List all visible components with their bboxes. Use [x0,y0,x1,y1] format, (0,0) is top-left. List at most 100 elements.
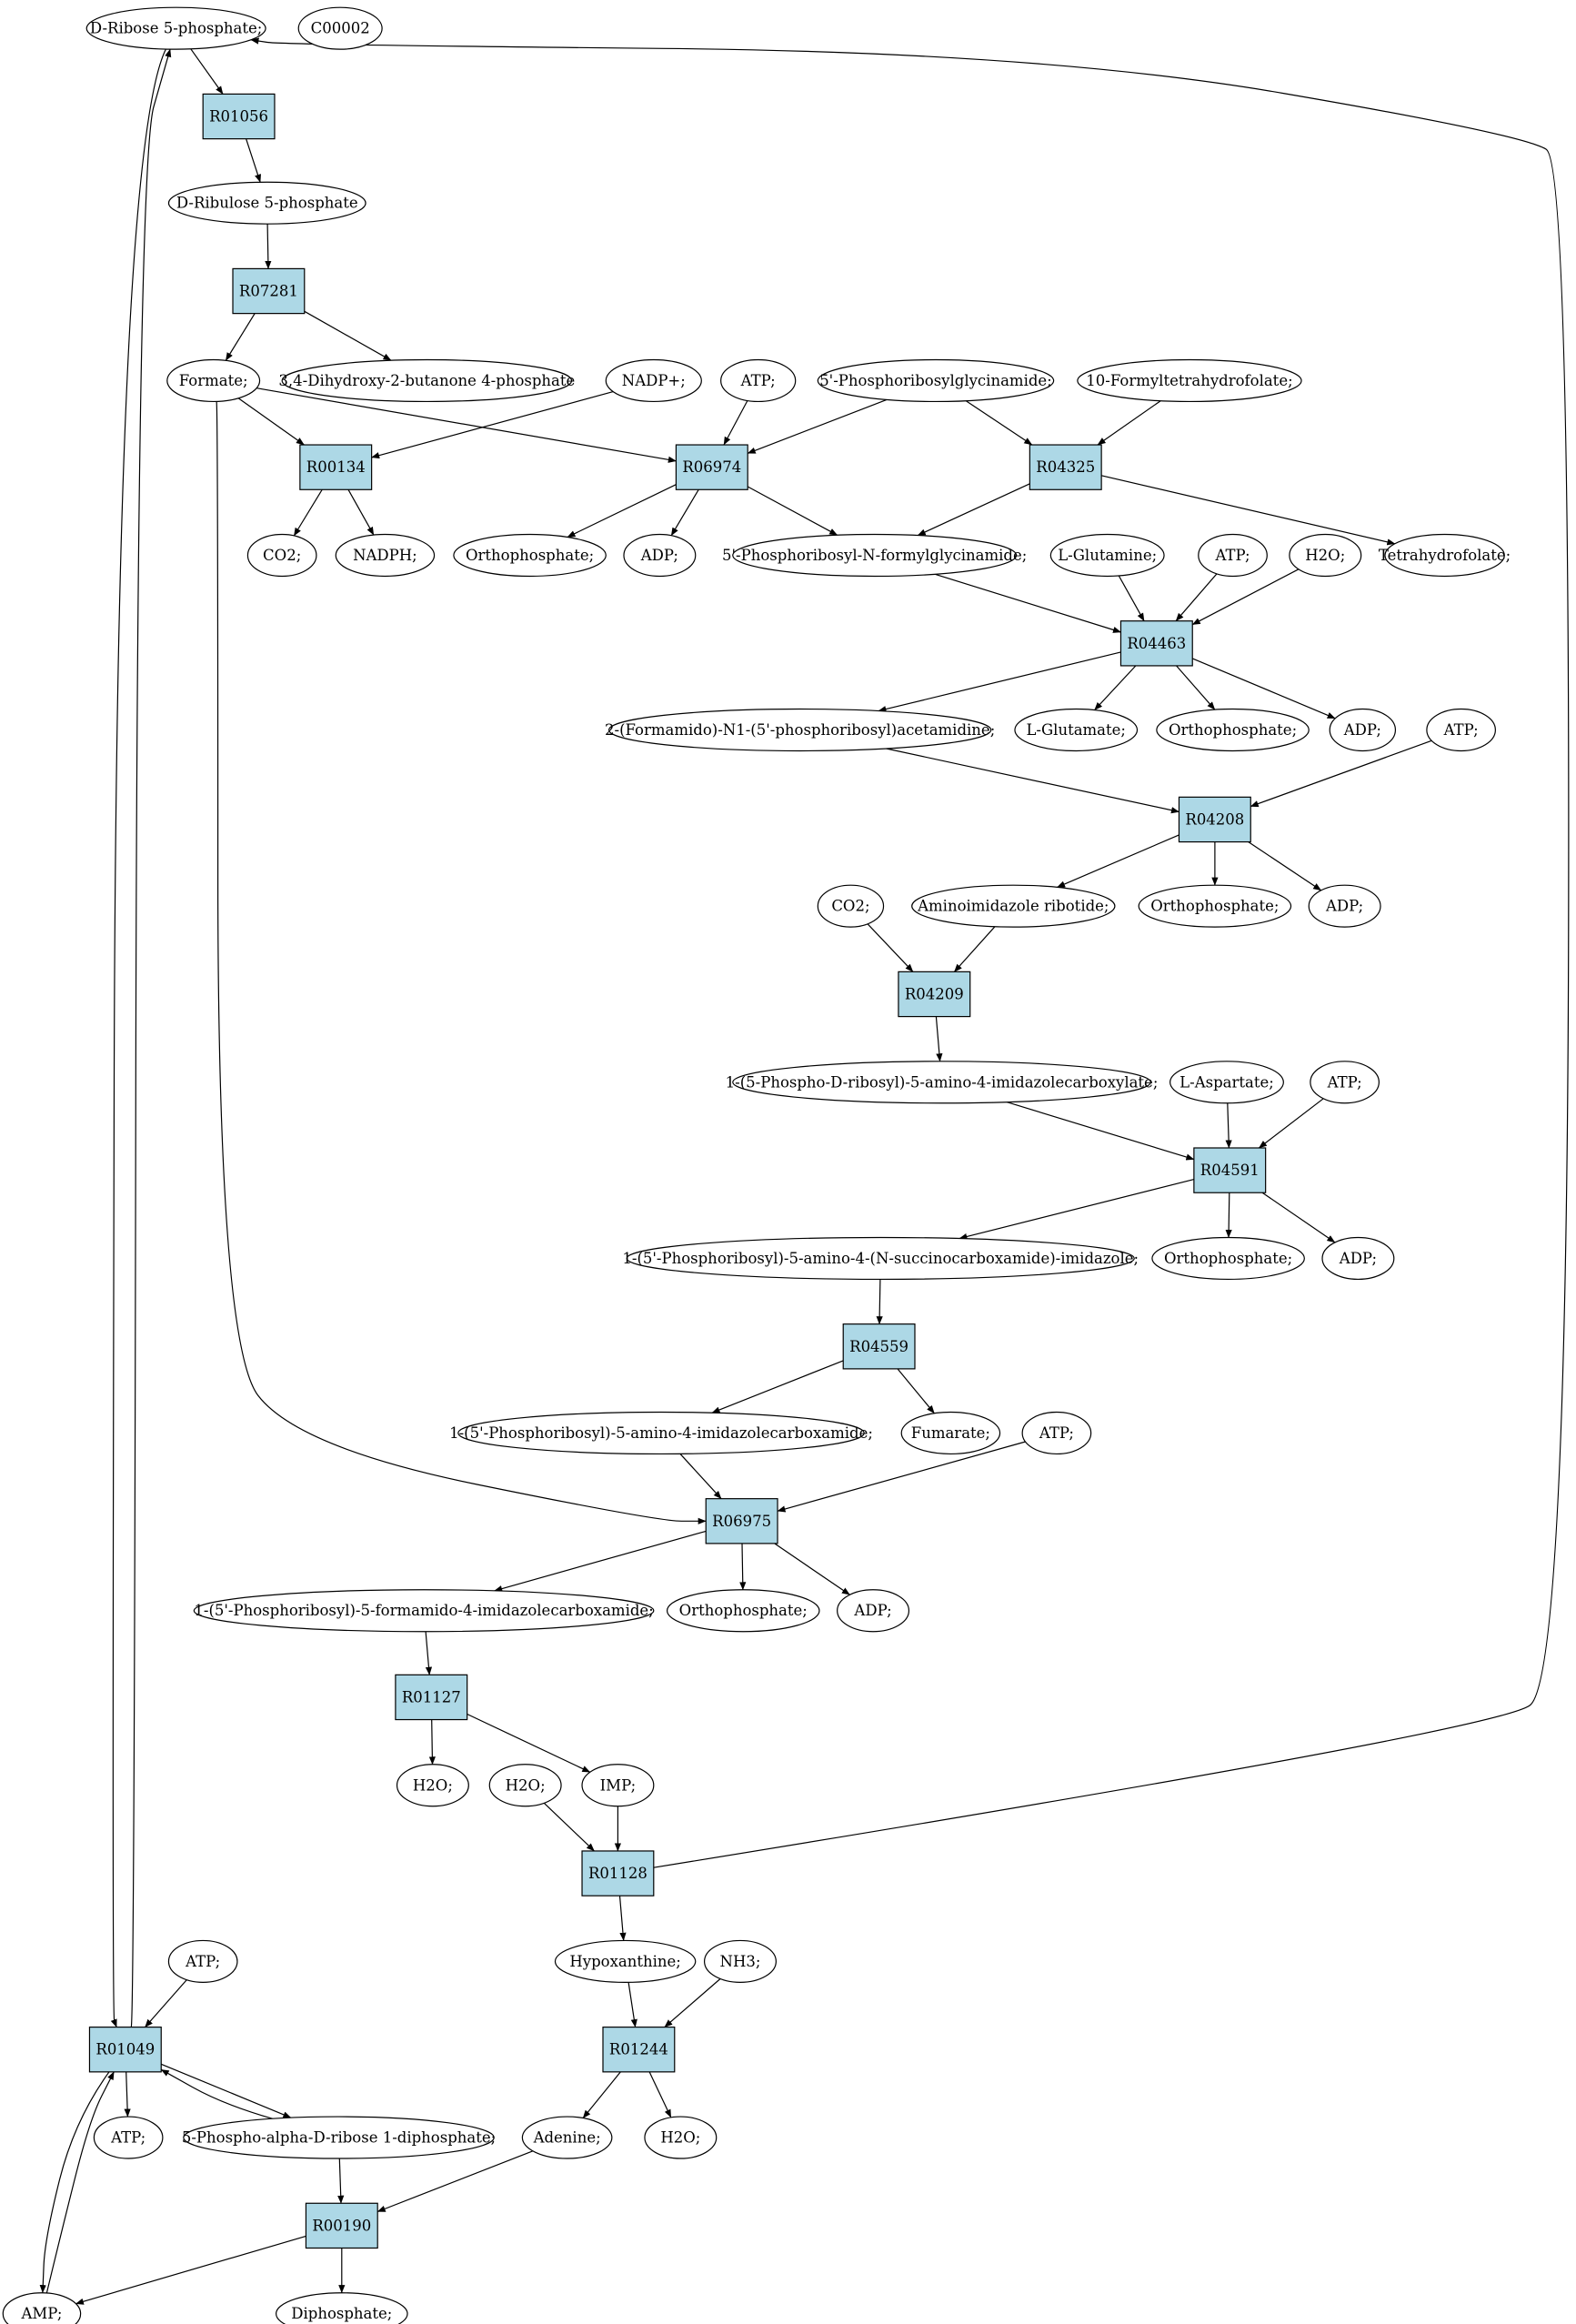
compound-node-c-atp2[interactable]: ATP; [1198,533,1268,578]
compound-node-c-fthf[interactable]: 10-Formyltetrahydrofolate; [1077,358,1302,403]
edge-r04591-to-c-adp4 [1261,1192,1336,1243]
compound-node-c-glu[interactable]: L-Glutamate; [1014,708,1139,752]
reaction-node-r01128[interactable]: R01128 [581,1850,655,1896]
compound-node-c-h2o1[interactable]: H2O; [1289,533,1362,578]
edge-r04463-to-c-adp2 [1191,658,1336,719]
reaction-node-r04463[interactable]: R04463 [1119,620,1193,667]
node-label: NH3; [720,1953,761,1970]
edge-c-saicar-to-r04559 [876,1279,883,1325]
compound-node-c-dhbp[interactable]: 3,4-Dihydroxy-2-butanone 4-phosphate [278,358,575,403]
node-label: CO2; [263,547,301,564]
reaction-node-r01056[interactable]: R01056 [202,93,276,140]
compound-node-c-h2o2[interactable]: H2O; [396,1764,469,1807]
compound-ellipse [193,1589,655,1633]
edge-c-fgar-to-r04463 [935,573,1121,633]
compound-node-c-pi3[interactable]: Orthophosphate; [1138,884,1292,928]
compound-ellipse [1169,1061,1284,1104]
compound-node-c-fgam[interactable]: 2-(Formamido)-N1-(5'-phosphoribosyl)acet… [605,708,995,752]
reaction-node-r04591[interactable]: R04591 [1193,1147,1267,1193]
edge-c-h2o1-to-r04463 [1191,568,1300,626]
compound-node-c-cair[interactable]: 1-(5-Phospho-D-ribosyl)-5-amino-4-imidaz… [726,1061,1159,1104]
compound-node-c-nadp[interactable]: NADP+; [605,358,702,403]
node-label: Orthophosphate; [679,1602,808,1619]
compound-node-c-formate[interactable]: Formate; [166,358,261,403]
reaction-node-r06974[interactable]: R06974 [675,444,748,490]
compound-ellipse [1310,1061,1380,1104]
reaction-node-r06975[interactable]: R06975 [705,1498,778,1544]
compound-node-c-thf[interactable]: Tetrahydrofolate; [1379,533,1511,578]
compound-node-c-aicar[interactable]: 1-(5'-Phosphoribosyl)-5-amino-4-imidazol… [449,1411,873,1455]
compound-node-c-atp1[interactable]: ATP; [720,358,797,403]
compound-node-c-atp4[interactable]: ATP; [1310,1061,1380,1104]
compound-node-c-ade[interactable]: Adenine; [521,2116,613,2159]
reaction-node-r04209[interactable]: R04209 [898,971,971,1018]
compound-node-c-gln[interactable]: L-Glutamine; [1049,533,1165,578]
compound-node-c-prpp[interactable]: 5-Phospho-alpha-D-ribose 1-diphosphate; [182,2116,496,2159]
edge-c-cair-to-r04591 [1006,1102,1195,1161]
node-label: NADPH; [353,547,417,564]
compound-node-c-ppi[interactable]: Diphosphate; [276,2292,408,2324]
reaction-node-r01049[interactable]: R01049 [88,2027,162,2073]
compound-node-c-amp[interactable]: AMP; [2,2292,82,2324]
reaction-node-r04325[interactable]: R04325 [1029,444,1102,490]
reaction-node-r00134[interactable]: R00134 [299,444,373,490]
compound-ellipse [521,2116,613,2159]
compound-node-c-adp4[interactable]: ADP; [1321,1236,1395,1281]
reaction-node-r07281[interactable]: R07281 [232,267,306,315]
reaction-node-r00190[interactable]: R00190 [305,2202,378,2249]
compound-node-c-atp3[interactable]: ATP; [1426,708,1496,752]
compound-node-c-adp2[interactable]: ADP; [1329,708,1397,752]
edge-r06975-to-c-adp5 [774,1543,850,1595]
compound-node-c-co2b[interactable]: CO2; [817,884,885,928]
compound-node-c-imp[interactable]: IMP; [581,1764,655,1807]
node-label: 5'-Phosphoribosylglycinamide; [819,372,1052,389]
compound-node-c-faicar[interactable]: 1-(5'-Phosphoribosyl)-5-formamido-4-imid… [193,1589,655,1633]
compound-node-c-h2o3[interactable]: H2O; [488,1764,562,1807]
reaction-box [842,1323,916,1370]
compound-node-c-atp7[interactable]: ATP; [93,2116,164,2159]
node-label: R04463 [1127,635,1186,652]
compound-node-c-fgar[interactable]: 5'-Phosphoribosyl-N-formylglycinamide; [722,533,1027,578]
compound-ellipse [246,533,317,578]
compound-node-c-hyp[interactable]: Hypoxanthine; [554,1939,697,1983]
compound-node-c-pi1[interactable]: Orthophosphate; [453,533,607,578]
compound-node-c-adp1[interactable]: ADP; [623,533,697,578]
compound-ellipse [1289,533,1362,578]
node-label: H2O; [413,1776,453,1794]
edge-c-amp-to-r01049 [45,2071,115,2294]
node-label: 1-(5'-Phosphoribosyl)-5-amino-4-imidazol… [449,1424,873,1442]
edge-c-gar-to-r04325 [965,400,1033,446]
compound-ellipse [1426,708,1496,752]
compound-node-c-co2a[interactable]: CO2; [246,533,317,578]
compound-node-c-h2o4[interactable]: H2O; [644,2116,718,2159]
reaction-node-r01244[interactable]: R01244 [602,2027,676,2073]
node-label: Orthophosphate; [466,547,594,564]
compound-node-c-pi4[interactable]: Orthophosphate; [1151,1236,1305,1281]
edge-c-formate-to-r06975 [216,401,707,1524]
compound-node-c-air[interactable]: Aminoimidazole ribotide; [911,884,1116,928]
compound-ellipse [1198,533,1268,578]
edge-r01049-to-c-atp7 [124,2071,131,2118]
compound-node-c-nh3[interactable]: NH3; [703,1939,777,1983]
reaction-node-r04208[interactable]: R04208 [1178,796,1251,843]
compound-node-c-saicar[interactable]: 1-(5'-Phosphoribosyl)-5-amino-4-(N-succi… [622,1236,1139,1281]
reaction-node-r04559[interactable]: R04559 [842,1323,916,1370]
compound-node-c-r5p[interactable]: D-Ribose 5-phosphate; [85,6,266,50]
compound-node-c-nadph[interactable]: NADPH; [335,533,436,578]
compound-node-c-ribulose[interactable]: D-Ribulose 5-phosphate [167,181,366,225]
edge-r06974-to-c-fgar [747,486,838,536]
compound-node-c-adp3[interactable]: ADP; [1308,884,1381,928]
compound-node-c-c00002[interactable]: C00002 [297,6,383,50]
compound-node-c-atp6[interactable]: ATP; [167,1939,238,1983]
reaction-node-r01127[interactable]: R01127 [395,1674,468,1721]
compound-node-c-pi5[interactable]: Orthophosphate; [666,1589,820,1633]
compound-node-c-gar[interactable]: 5'-Phosphoribosylglycinamide; [817,358,1055,403]
compound-node-c-asp[interactable]: L-Aspartate; [1169,1061,1284,1104]
compound-node-c-fum[interactable]: Fumarate; [900,1411,1001,1455]
node-label: Fumarate; [911,1424,990,1442]
compound-ellipse [457,1411,865,1455]
compound-node-c-adp5[interactable]: ADP; [837,1589,910,1633]
compound-node-c-atp5[interactable]: ATP; [1021,1411,1092,1455]
compound-ellipse [1321,1236,1395,1281]
compound-node-c-pi2[interactable]: Orthophosphate; [1156,708,1310,752]
